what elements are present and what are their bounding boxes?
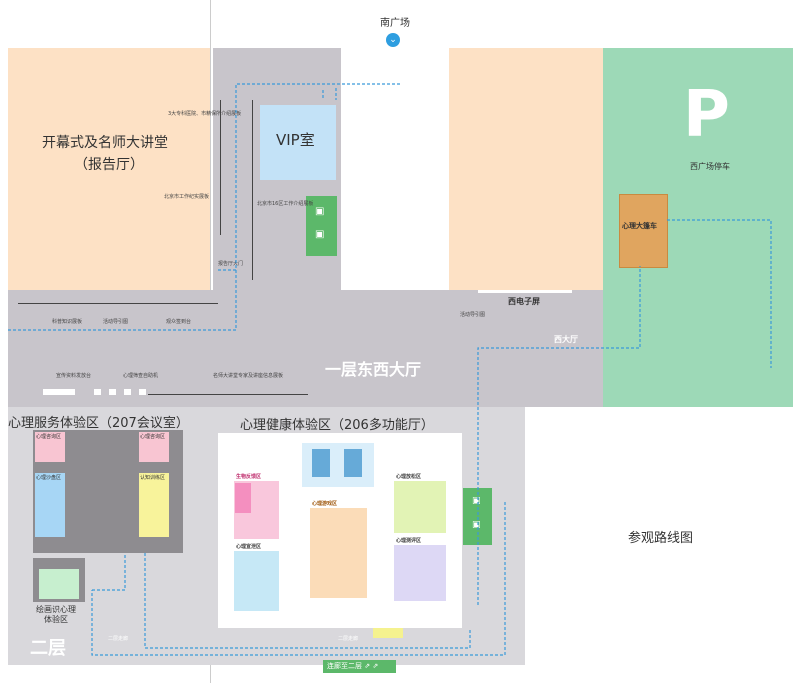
chevron-down-icon[interactable]: ⌄ bbox=[386, 33, 400, 47]
science-board-label: 科普知识展板 bbox=[52, 319, 83, 325]
hall-door-label: 报告厅大门 bbox=[218, 261, 244, 267]
sandplay-zone[interactable]: 心理沙盘区 bbox=[35, 473, 65, 537]
audience-desk-label: 观众签到台 bbox=[166, 319, 192, 325]
lecture-hall[interactable]: 开幕式及名师大讲堂 （报告厅） bbox=[8, 48, 210, 290]
vip-room[interactable]: VIP室 bbox=[260, 105, 336, 180]
counseling-zone[interactable]: 心理咨询区 bbox=[35, 432, 65, 462]
group-title: 生物反馈区 bbox=[236, 474, 262, 480]
drawing-label-2: 体验区 bbox=[44, 615, 68, 624]
biofeedback-zone[interactable] bbox=[234, 481, 279, 539]
escalator-icon: ⇗ ⇗ bbox=[364, 662, 379, 670]
floor-2-label: 二层 bbox=[30, 638, 66, 659]
elevator-icon: ▣ bbox=[315, 229, 325, 240]
drawing-room[interactable] bbox=[33, 558, 85, 602]
room-206-title: 心理健康体验区（206多功能厅） bbox=[240, 418, 434, 433]
group-title: 心理游戏区 bbox=[312, 501, 338, 507]
heart-bus-label: 心理大篷车 bbox=[622, 222, 657, 230]
heart-bus[interactable]: 心理大篷车 bbox=[619, 194, 668, 268]
materials-desk bbox=[43, 389, 75, 395]
activity-guide-label: 活动导引图 bbox=[460, 312, 486, 318]
relax-zone[interactable] bbox=[394, 481, 446, 533]
corridor-label: 二层走廊 bbox=[108, 636, 129, 642]
districts-board-label: 北京市16区工作介绍展板 bbox=[257, 201, 314, 207]
elevator-icon: ▣ bbox=[472, 520, 481, 530]
machine bbox=[139, 389, 146, 395]
stage bbox=[302, 443, 374, 487]
map-title: 参观路线图 bbox=[628, 531, 694, 546]
display-rail bbox=[18, 303, 218, 304]
south-plaza-label: 南广场 bbox=[380, 18, 410, 29]
hospitals-board-label: 3大专科医院、市精保所介绍展板 bbox=[168, 111, 242, 117]
lecture-hall-title: 开幕式及名师大讲堂 bbox=[42, 135, 168, 151]
venting-zone[interactable] bbox=[234, 551, 279, 611]
parking-icon: P bbox=[683, 78, 730, 152]
group-title: 心理宣泄区 bbox=[236, 544, 262, 550]
materials-desk-label: 宣传资料发放台 bbox=[56, 373, 92, 379]
west-parking-label: 西广场停车 bbox=[690, 162, 730, 171]
route-path bbox=[91, 502, 506, 656]
display-rail bbox=[252, 100, 253, 280]
corridor-label: 二层走廊 bbox=[338, 636, 359, 642]
route-path bbox=[667, 219, 772, 368]
game-zone[interactable] bbox=[310, 508, 367, 598]
lecture-hall-subtitle: （报告厅） bbox=[74, 157, 144, 173]
west-screen-label: 西电子屏 bbox=[508, 297, 540, 306]
machine bbox=[109, 389, 116, 395]
cognitive-zone[interactable]: 认知训练区 bbox=[139, 473, 169, 537]
room-207[interactable]: 心理咨询区 心理咨询区 心理沙盘区 认知训练区 bbox=[33, 430, 183, 553]
assessment-zone[interactable] bbox=[394, 545, 446, 601]
drawing-label-1: 绘画识心理 bbox=[36, 605, 76, 614]
room-207-title: 心理服务体验区（207会议室） bbox=[8, 416, 189, 431]
west-hall-label: 西大厅 bbox=[554, 335, 578, 344]
group-title: 心理放松区 bbox=[396, 474, 422, 480]
west-peach-area bbox=[449, 48, 603, 290]
info-desk bbox=[373, 628, 403, 638]
group-title: 心理测评区 bbox=[396, 538, 422, 544]
room-206[interactable]: 生物反馈区 心理宣泄区 心理游戏区 心理放松区 心理测评区 bbox=[218, 433, 462, 628]
west-screen bbox=[478, 290, 572, 293]
guide-map-label: 活动导引图 bbox=[103, 319, 129, 325]
corridor-to-2f-button[interactable]: 连廊至二层 ⇗ ⇗ bbox=[323, 660, 396, 673]
elevator-icon: ▣ bbox=[472, 496, 481, 506]
screen bbox=[312, 449, 330, 477]
route-path bbox=[322, 88, 337, 100]
experts-board-label: 名师大讲堂专家及讲座信息展板 bbox=[213, 373, 284, 379]
main-hall-label: 一层东西大厅 bbox=[325, 360, 422, 379]
screen bbox=[344, 449, 362, 477]
route-path bbox=[144, 553, 471, 649]
city-work-board-label: 北京市工作纪实展板 bbox=[164, 194, 210, 200]
screening-machine-label: 心理筛查自助机 bbox=[123, 373, 159, 379]
route-path bbox=[8, 83, 400, 331]
display-rail bbox=[148, 394, 308, 395]
elevator[interactable]: ▣ ▣ bbox=[306, 196, 337, 256]
drawing-zone bbox=[39, 569, 79, 599]
display-rail bbox=[220, 100, 221, 235]
corridor-to-2f-label: 连廊至二层 bbox=[327, 662, 362, 670]
vip-room-label: VIP室 bbox=[276, 131, 315, 149]
elevator-icon: ▣ bbox=[315, 206, 325, 217]
route-path bbox=[477, 266, 641, 605]
west-parking[interactable]: P 西广场停车 心理大篷车 bbox=[603, 48, 793, 407]
counseling-zone[interactable]: 心理咨询区 bbox=[139, 432, 169, 462]
machine bbox=[94, 389, 101, 395]
machine bbox=[124, 389, 131, 395]
